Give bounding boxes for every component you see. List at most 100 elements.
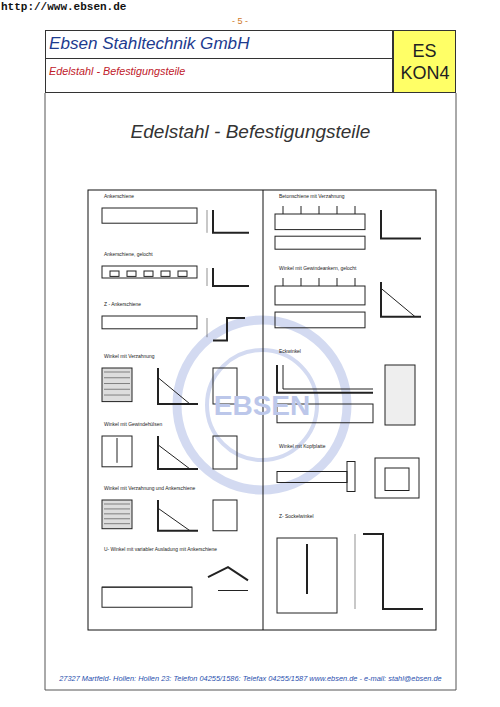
sketch-line: [102, 587, 192, 588]
sketch-line: [337, 206, 338, 214]
sketch-shape: [275, 236, 365, 249]
sketch-shape: [102, 368, 132, 402]
part-panel: Winkel mit Kopfplatte: [263, 440, 436, 510]
sketch-line: [207, 210, 208, 233]
sketch-line: [213, 268, 249, 286]
sketch-shape: [385, 365, 415, 425]
sketch-shape: [275, 312, 365, 328]
part-panel: Winkel mit Verzahnung und Ankerschiene: [88, 482, 263, 543]
part-caption: Winkel mit Verzahnung und Ankerschiene: [88, 482, 263, 491]
part-panel: Ankerschiene, gelocht: [88, 248, 263, 298]
page-number: - 5 -: [200, 16, 280, 26]
sketch-line: [104, 508, 130, 509]
sketch-shape: [102, 587, 192, 607]
sketch-line: [355, 534, 356, 609]
sketch-line: [283, 365, 373, 389]
part-caption: U- Winkel mit variabler Ausladung mit An…: [88, 543, 263, 552]
sketch-shape: [385, 468, 409, 491]
sketch-shape: [102, 500, 132, 529]
sketch-shape: [277, 538, 337, 613]
sketch-line: [104, 504, 130, 505]
sketch-line: [158, 368, 198, 404]
sketch-line: [283, 278, 284, 286]
sketch-line: [277, 365, 373, 393]
part-caption: Winkel mit Kopfplatte: [263, 440, 436, 449]
sketch-line: [207, 318, 208, 337]
sketch-shape: [178, 271, 187, 276]
sketch-line: [208, 567, 248, 580]
sketch-line: [301, 278, 302, 286]
sketch-line: [104, 383, 130, 384]
part-caption: Winkel mit Gewindeankern, gelocht: [263, 262, 436, 271]
footer-address: 27327 Martfeld- Hollen: Hollen 23: Telef…: [45, 674, 456, 683]
sketch-line: [104, 372, 130, 373]
part-caption: Ankerschiene: [88, 190, 263, 199]
sketch-shape: [144, 271, 153, 276]
sketch-line: [158, 508, 190, 531]
code-cell: ES KON4: [393, 30, 456, 93]
watermark-logo: [177, 320, 347, 490]
sketch-shape: [102, 208, 197, 223]
part-panel: Winkel mit Gewindehülsen: [88, 418, 263, 482]
sketch-line: [355, 278, 356, 286]
sketch-line: [104, 518, 130, 519]
part-panel: Winkel mit Gewindeankern, gelocht: [263, 262, 436, 345]
company-name: Ebsen Stahltechnik GmbH: [46, 31, 392, 59]
sketch-shape: [275, 214, 365, 230]
part-caption: Winkel mit Verzahnung: [88, 350, 263, 359]
sketch-line: [117, 438, 118, 463]
sketch-line: [207, 268, 208, 286]
product-group: Edelstahl - Befestigungsteile: [46, 59, 392, 77]
sketch-line: [104, 389, 130, 390]
sketch-line: [381, 210, 421, 239]
sketch-line: [104, 513, 130, 514]
sketch-shape: [102, 266, 197, 278]
sketch-line: [381, 288, 415, 316]
drawing-grid: [88, 190, 436, 630]
sketch-shape: [375, 458, 419, 498]
sketch-shape: [110, 271, 119, 276]
part-panel: Z- Sockelwinkel: [263, 510, 436, 630]
sketch-line: [158, 436, 198, 469]
sketch-shape: [213, 500, 237, 531]
sketch-line: [158, 378, 190, 404]
sketch-shape: [347, 462, 355, 492]
sketch-line: [306, 544, 308, 594]
part-panel: Ankerschiene: [88, 190, 263, 248]
part-caption: Eckwinkel: [263, 345, 436, 354]
sketch-shape: [102, 436, 132, 467]
part-caption: Z- Sockelwinkel: [263, 510, 436, 519]
sketch-line: [355, 206, 356, 214]
sketch-line: [283, 206, 284, 214]
sketch-line: [319, 206, 320, 214]
sketch-shape: [277, 472, 347, 483]
sketch-line: [104, 395, 130, 396]
sketch-line: [158, 445, 190, 469]
sketch-line: [319, 278, 320, 286]
sketch-shape: [161, 271, 170, 276]
sketch-line: [363, 534, 423, 609]
page-title: Edelstahl - Befestigungsteile: [45, 121, 456, 143]
sketch-shape: [275, 286, 365, 305]
sketch-line: [337, 278, 338, 286]
watermark: EBSEN: [200, 390, 324, 422]
sketch-shape: [127, 271, 136, 276]
sketch-shape: [213, 436, 237, 469]
part-panel: Betonschiene mit Verzahnung: [263, 190, 436, 262]
sketch-shape: [102, 316, 197, 329]
sketch-line: [213, 318, 245, 340]
sketch-line: [301, 206, 302, 214]
sketch-line: [218, 590, 248, 591]
sketch-line: [158, 500, 198, 531]
sketch-line: [104, 377, 130, 378]
catalog-code: ES KON4: [401, 40, 449, 84]
part-panel: Z - Ankerschiene: [88, 298, 263, 350]
part-caption: Z - Ankerschiene: [88, 298, 263, 307]
header-cell: Ebsen Stahltechnik GmbHEdelstahl - Befes…: [45, 30, 393, 93]
part-caption: Ankerschiene, gelocht: [88, 248, 263, 257]
sketch-line: [213, 210, 249, 233]
part-panel: U- Winkel mit variabler Ausladung mit An…: [88, 543, 263, 630]
part-caption: Betonschiene mit Verzahnung: [263, 190, 436, 199]
page-frame: [45, 93, 456, 690]
